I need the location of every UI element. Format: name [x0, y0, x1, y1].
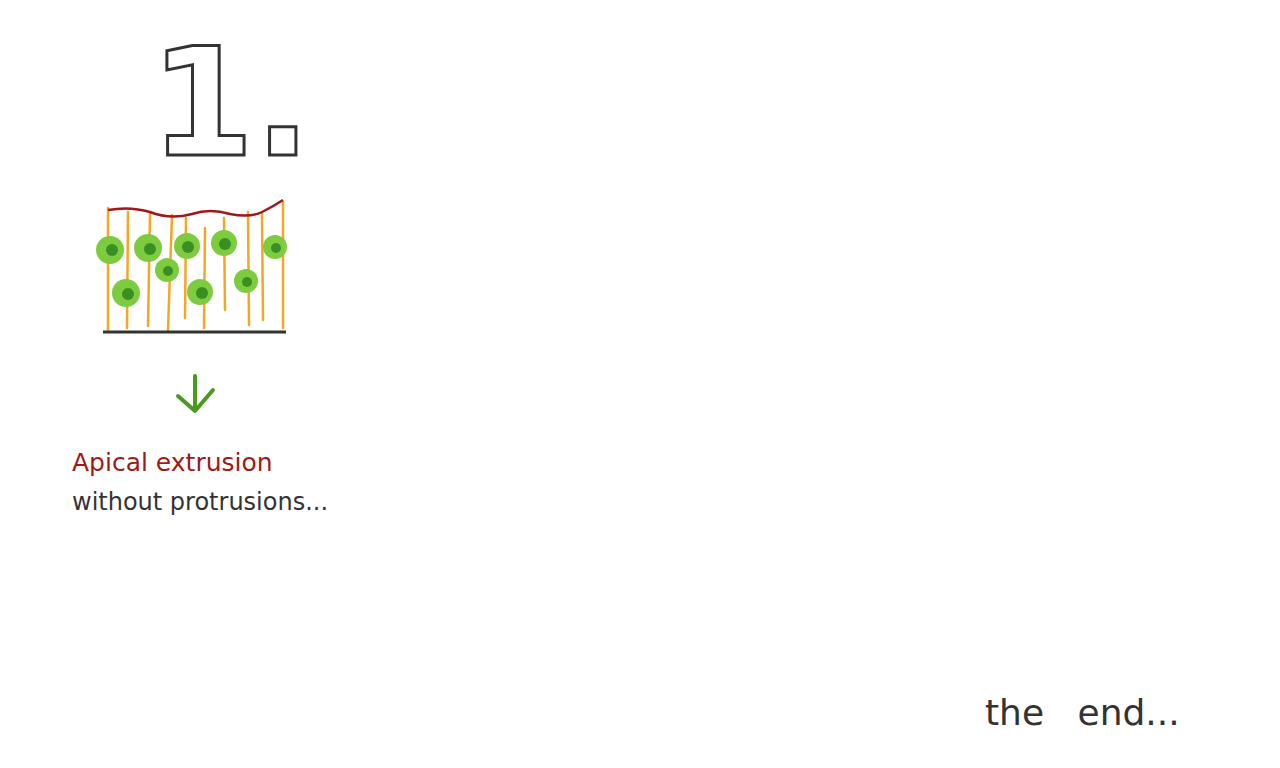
- basal-membrane: [103, 331, 286, 334]
- cell-boundaries: [108, 202, 283, 330]
- down-arrow: [178, 376, 213, 411]
- body-note: without protrusions...: [72, 488, 328, 516]
- ending-note: the end...: [985, 692, 1180, 733]
- heading-note: Apical extrusion: [72, 448, 273, 477]
- nuclei: [96, 230, 287, 307]
- apical-surface: [108, 200, 283, 217]
- step-number: 1.: [150, 28, 311, 178]
